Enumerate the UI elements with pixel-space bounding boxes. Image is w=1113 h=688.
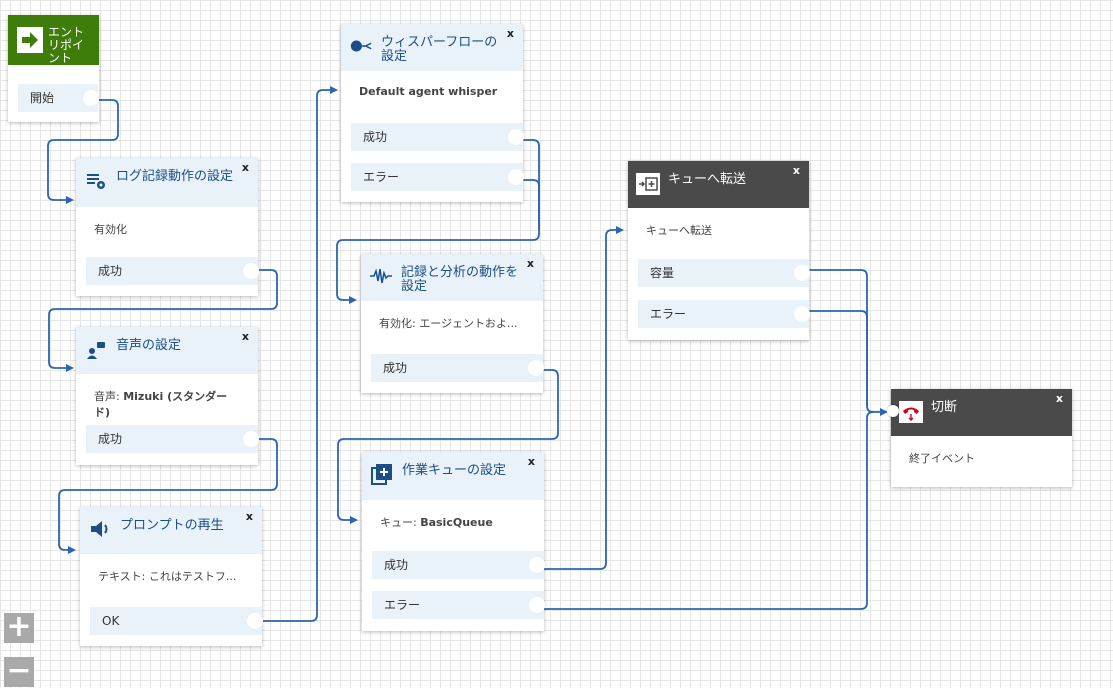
connector-transfer-error xyxy=(806,310,868,406)
block-header: プロンプトの再生 x xyxy=(80,507,262,554)
branch-success[interactable]: 成功 xyxy=(372,551,545,579)
branch-error-label: エラー xyxy=(650,307,687,321)
close-icon[interactable]: x xyxy=(527,455,535,468)
branch-success-label: 成功 xyxy=(363,130,388,144)
connector-transfer-capacity xyxy=(806,269,874,413)
block-header: 記録と分析の動作を設定 x xyxy=(361,254,543,301)
disconnect-block[interactable]: 切断 x 終了イベント xyxy=(887,389,1072,487)
block-body: 有効化 xyxy=(94,223,127,236)
block-title: 切断 xyxy=(931,400,958,415)
connector-prompt-to-whisper xyxy=(258,86,338,622)
output-port[interactable] xyxy=(247,613,263,629)
set-whisper-flow-block[interactable]: ウィスパーフローの設定 x Default agent whisper 成功 エ… xyxy=(341,24,524,202)
connector-queue-to-transfer xyxy=(540,226,624,570)
close-icon[interactable]: x xyxy=(241,330,249,343)
queue-value: BasicQueue xyxy=(420,516,493,529)
branch-start-label: 開始 xyxy=(30,91,55,105)
branch-success-label: 成功 xyxy=(383,361,408,375)
branch-success-label: 成功 xyxy=(98,432,123,446)
block-title: 音声の設定 xyxy=(116,338,182,353)
block-title: プロンプトの再生 xyxy=(120,518,224,533)
whisper-icon xyxy=(349,34,373,58)
block-header: 音声の設定 x xyxy=(76,327,258,374)
block-body: キュー: BasicQueue xyxy=(362,500,544,530)
speaker-icon xyxy=(88,517,112,541)
block-body: 音声: Mizuki (スタンダード) xyxy=(76,374,258,420)
close-icon[interactable]: x xyxy=(1055,392,1063,405)
branch-start[interactable]: 開始 xyxy=(18,84,99,112)
output-port[interactable] xyxy=(794,265,810,281)
output-port[interactable] xyxy=(529,597,545,613)
transfer-queue-icon xyxy=(636,173,660,195)
branch-success[interactable]: 成功 xyxy=(371,354,544,382)
zoom-out-button[interactable]: − xyxy=(4,656,34,687)
block-header: キューへ転送 x xyxy=(628,161,809,208)
close-icon[interactable]: x xyxy=(245,510,253,523)
block-title: キューへ転送 xyxy=(668,172,747,187)
branch-ok-label: OK xyxy=(102,614,120,628)
set-recording-analytics-block[interactable]: 記録と分析の動作を設定 x 有効化: エージェントおよ... 成功 xyxy=(361,254,544,393)
queue-label: キュー: xyxy=(380,516,421,529)
branch-success-label: 成功 xyxy=(384,558,409,572)
close-icon[interactable]: x xyxy=(241,161,249,174)
hang-up-icon xyxy=(899,401,923,423)
entry-point-header: エントリポイント xyxy=(8,15,99,65)
block-header: 切断 x xyxy=(891,389,1072,436)
block-title: ウィスパーフローの設定 xyxy=(381,35,498,64)
branch-error[interactable]: エラー xyxy=(351,163,524,191)
branch-capacity-label: 容量 xyxy=(650,266,675,280)
queue-add-icon xyxy=(370,462,394,486)
set-logging-behavior-block[interactable]: ログ記録動作の設定 x 有効化 成功 xyxy=(76,158,259,296)
output-port[interactable] xyxy=(508,169,524,185)
branch-success[interactable]: 成功 xyxy=(351,123,524,151)
output-port[interactable] xyxy=(508,129,524,145)
waveform-icon xyxy=(369,264,393,288)
close-icon[interactable]: x xyxy=(506,27,514,40)
output-port[interactable] xyxy=(83,90,99,106)
block-header: ログ記録動作の設定 x xyxy=(76,158,258,207)
output-port[interactable] xyxy=(243,431,259,447)
block-body: Default agent whisper xyxy=(341,71,523,98)
input-port[interactable] xyxy=(887,405,899,417)
block-body: 終了イベント xyxy=(909,452,975,465)
branch-capacity[interactable]: 容量 xyxy=(638,259,810,287)
branch-success[interactable]: 成功 xyxy=(86,425,259,453)
close-icon[interactable]: x xyxy=(792,164,800,177)
block-body: テキスト: これはテストフ... xyxy=(98,570,237,583)
entry-point-title: エントリポイント xyxy=(48,26,85,65)
zoom-in-button[interactable]: + xyxy=(4,612,34,643)
block-title: ログ記録動作の設定 xyxy=(116,169,234,184)
set-working-queue-block[interactable]: 作業キューの設定 x キュー: BasicQueue 成功 エラー xyxy=(362,452,545,631)
close-icon[interactable]: x xyxy=(526,257,534,270)
branch-error-label: エラー xyxy=(384,598,421,612)
output-port[interactable] xyxy=(243,263,259,279)
voice-speaker-icon xyxy=(84,337,108,361)
block-body: キューへ転送 xyxy=(646,224,712,237)
branch-success[interactable]: 成功 xyxy=(86,257,259,285)
output-port[interactable] xyxy=(529,557,545,573)
entry-point-block[interactable]: エントリポイント 開始 xyxy=(8,15,99,122)
branch-ok[interactable]: OK xyxy=(90,607,263,635)
list-settings-icon xyxy=(84,168,108,192)
arrow-right-icon xyxy=(17,27,43,53)
block-header: 作業キューの設定 x xyxy=(362,452,544,500)
output-port[interactable] xyxy=(528,360,544,376)
block-body: 有効化: エージェントおよ... xyxy=(379,317,518,330)
branch-error[interactable]: エラー xyxy=(372,591,545,619)
transfer-to-queue-block[interactable]: キューへ転送 x キューへ転送 容量 エラー xyxy=(628,161,810,340)
branch-error[interactable]: エラー xyxy=(638,300,810,328)
whisper-flow-name: Default agent whisper xyxy=(359,85,498,98)
block-title: 記録と分析の動作を設定 xyxy=(401,265,519,294)
set-voice-block[interactable]: 音声の設定 x 音声: Mizuki (スタンダード) 成功 xyxy=(76,327,259,465)
branch-error-label: エラー xyxy=(363,170,400,184)
voice-value: Mizuki (スタンダード) xyxy=(94,390,228,419)
block-title: 作業キューの設定 xyxy=(402,463,507,478)
connector-queue-error-to-disconnect xyxy=(540,408,888,610)
output-port[interactable] xyxy=(794,306,810,322)
voice-label: 音声: xyxy=(94,390,124,403)
play-prompt-block[interactable]: プロンプトの再生 x テキスト: これはテストフ... OK xyxy=(80,507,263,646)
branch-success-label: 成功 xyxy=(98,264,123,278)
block-header: ウィスパーフローの設定 x xyxy=(341,24,523,71)
